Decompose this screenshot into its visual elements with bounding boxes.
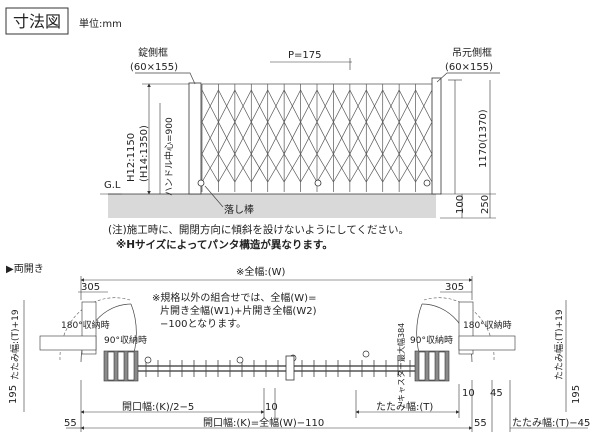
opening-half-label: 開口幅:(K)/2−5 xyxy=(122,400,194,413)
fold-width-t45-label: たたみ幅:(T)−45 xyxy=(512,416,590,429)
caster-right xyxy=(423,179,431,187)
combo-note-1: ※規格以外の組合せでは、全幅(W)= xyxy=(152,291,316,304)
note-pantograph: ※Hサイズによってパンタ構造が異なります。 xyxy=(116,238,333,251)
caster-left xyxy=(197,179,205,187)
caster-max-width: キャスター最大幅384 xyxy=(396,323,406,402)
opening-full-label: 開口幅:(K)=全幅(W)−110 xyxy=(203,416,324,429)
dim-55-right-label: 55 xyxy=(474,418,487,429)
hinge-frame-size: (60×155) xyxy=(445,62,493,73)
storage-90-left: 90°収納時 xyxy=(104,334,147,346)
combo-note-3: −100となります。 xyxy=(160,318,246,330)
hinge-frame-label: 吊元側框 xyxy=(452,46,492,59)
lock-side-post xyxy=(188,82,202,195)
left-195-label: 195 xyxy=(8,385,19,404)
hinge-side-post xyxy=(431,77,442,195)
storage-180-right: 180°収納時 xyxy=(463,319,512,331)
right-fold-unit-90 xyxy=(458,335,516,351)
title-box xyxy=(5,7,69,35)
right-195-label: 195 xyxy=(571,385,582,404)
left-305-label: 305 xyxy=(81,282,100,293)
fold-width-t-label: たたみ幅:(T) xyxy=(376,400,433,413)
lock-frame-size: (60×155) xyxy=(130,62,178,73)
ground-band xyxy=(108,194,436,218)
left-fold-unit-90 xyxy=(39,335,97,351)
storage-180-left: 180°収納時 xyxy=(61,319,110,331)
dim-45-label: 45 xyxy=(490,388,503,399)
right-305-label: 305 xyxy=(445,282,464,293)
full-width-label: ※全幅:(W) xyxy=(236,265,286,278)
extended-gate-plan xyxy=(138,350,415,381)
dim-55-left-label: 55 xyxy=(64,418,77,429)
page-title: 寸法図 xyxy=(13,12,61,31)
section-double-opening: ▶両開き xyxy=(6,263,44,275)
height-h12-label: H12:1150 xyxy=(126,133,137,182)
pitch-label: P=175 xyxy=(288,50,322,61)
elevation-view: G.L 落し棒 錠側框 (60×155) 吊元側框 (60×155) P=175… xyxy=(100,46,500,219)
gl-label: G.L xyxy=(104,180,121,191)
dim-10-label: 10 xyxy=(265,402,278,413)
dim-250-label: 250 xyxy=(480,195,491,214)
lock-frame-label: 錠側框 xyxy=(138,46,168,59)
right-height-label: 1170(1370) xyxy=(478,109,489,168)
plan-view: ▶両開き ※全幅:(W) ※規格以外の組合せでは、全幅(W)= 片開き全幅(W1… xyxy=(6,263,590,432)
fold-width-left: たたみ幅:(T)+19 xyxy=(9,309,21,380)
height-h14-label: (H14:1350) xyxy=(139,125,150,182)
unit-label: 単位:mm xyxy=(79,17,122,30)
fold-width-right: たたみ幅:(T)+19 xyxy=(553,309,565,380)
handle-center-label: ハンドル中心=900 xyxy=(163,117,175,196)
pantograph-gate xyxy=(201,83,433,192)
storage-90-right: 90°収納時 xyxy=(410,334,453,346)
drop-bar-label: 落し棒 xyxy=(224,203,254,216)
dim-10b-label: 10 xyxy=(462,388,475,399)
combo-note-2: 片開き全幅(W1)+片開き全幅(W2) xyxy=(160,304,317,317)
dim-100-label: 100 xyxy=(455,195,466,214)
caster-mid xyxy=(314,179,322,187)
note-construction: (注)施工時に、開閉方向に傾斜を設けないようにしてください。 xyxy=(108,223,409,236)
